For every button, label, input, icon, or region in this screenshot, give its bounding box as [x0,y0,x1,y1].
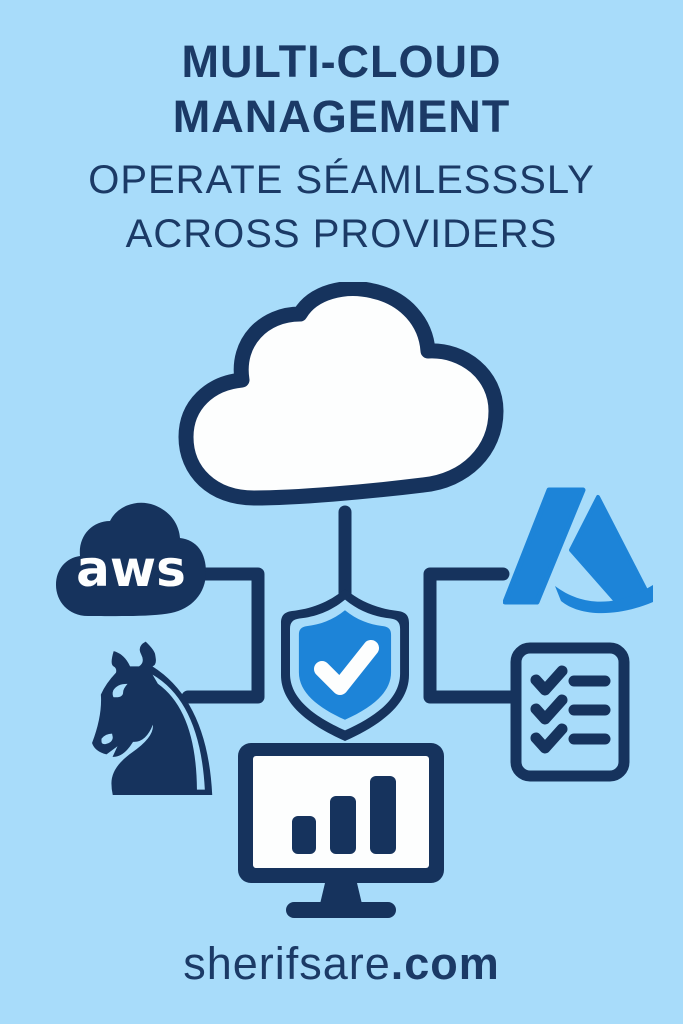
subtitle-line-2: ACROSS PROVIDERS [125,212,558,256]
bar-medium [330,796,356,854]
monitor-stand [320,883,362,904]
page-title-line-2: MANAGEMENT [172,91,511,142]
page-title-line-1: MULTI-CLOUD [181,36,502,87]
right-bracket-connector [423,567,519,704]
left-bracket-connector [181,567,265,704]
check-icon [314,640,379,695]
shield-inner [298,610,392,720]
aws-wordmark: aws [76,540,186,598]
site-name: sherifsare [183,938,391,989]
azure-left-leg [503,487,586,605]
checklist-outline [510,642,630,782]
azure-right-leg [569,495,653,602]
check-icon [530,694,568,725]
chess-knight-icon: ♞ [58,600,247,845]
subtitle: OPERATE SÉAMLESSSLY ACROSS PROVIDERS [0,153,683,261]
azure-icon [503,487,653,614]
aws-cloud-shape [56,502,206,617]
monitor-chart-icon [238,743,444,918]
footer: sherifsare.com [0,938,683,990]
subtitle-line-1: OPERATE SÉAMLESSSLY [88,158,595,202]
azure-swoosh [555,585,653,614]
cloud-shape [178,282,504,506]
checklist-rows [530,665,611,754]
monitor-base [286,902,396,918]
bar-large [370,776,396,854]
bar-chart-icon [292,776,396,854]
shield-check-icon [281,589,409,741]
check-icon [530,665,568,696]
site-tld: .com [390,938,500,989]
aws-cloud-icon: aws [56,502,206,617]
cloud-icon [178,282,504,506]
checklist-icon [510,642,630,782]
bar-small [292,816,316,854]
header: MULTI-CLOUD MANAGEMENT OPERATE SÉAMLESSS… [0,34,683,261]
check-icon [530,723,568,754]
